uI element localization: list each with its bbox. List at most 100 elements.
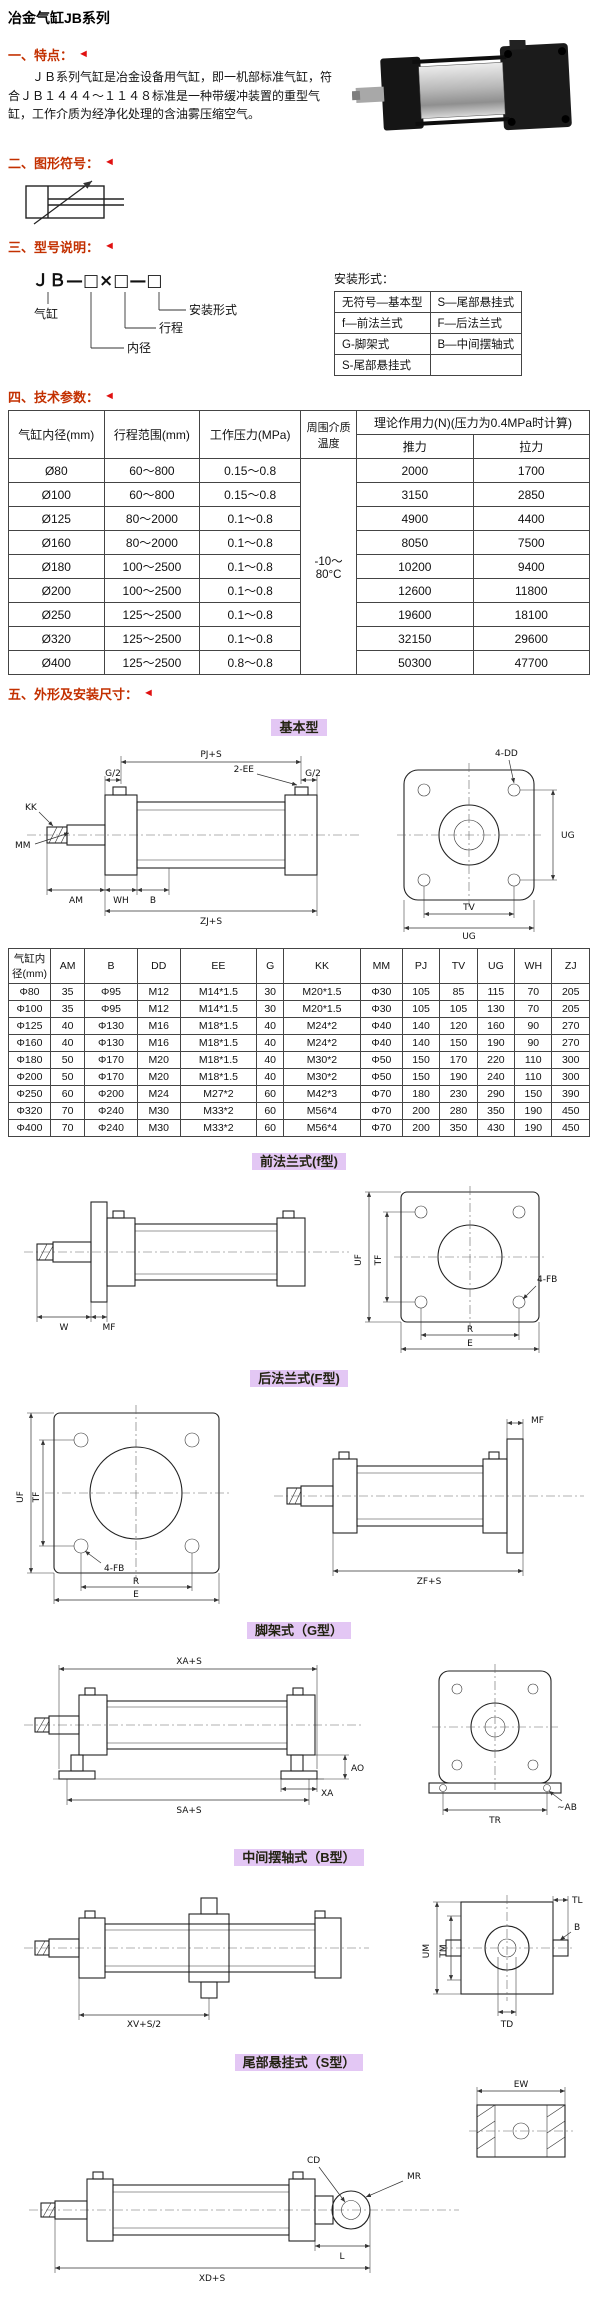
dim-header-cell: 气缸内径(mm) [8,948,51,984]
table-cell: M33*2 [179,1102,258,1120]
table-cell: 80～2000 [103,530,201,555]
table-cell: M30*2 [283,1068,361,1086]
table-cell: Φ200 [8,1068,51,1086]
table-cell: 160 [476,1017,516,1035]
table-cell: Ø400 [8,650,105,675]
col-pull: 拉力 [472,434,591,459]
table-cell: Φ160 [8,1034,51,1052]
col-force: 理论作用力(N)(压力为0.4MPa时计算) [356,410,590,435]
table-cell: Ø160 [8,530,105,555]
table-cell: M12 [136,983,181,1001]
table-cell: M12 [136,1000,181,1018]
dim-header-cell: TV [439,948,478,984]
table-cell: 18100 [472,602,591,627]
section-3-heading: 三、型号说明：◄ [8,237,590,256]
callout-bore: 内径 [127,341,151,355]
rear-flange-drawing: UF TF 4-FB R E MF ZF+S [16,1405,584,1604]
table-cell: 150 [401,1068,441,1086]
table-cell: 270 [551,1017,590,1035]
table-cell: Φ95 [84,983,138,1001]
section-4-heading: 四、技术参数：◄ [8,387,590,406]
dim-label-fb: 4-FB [537,1275,557,1285]
table-cell: M20*1.5 [283,1000,361,1018]
table-cell: 220 [476,1051,516,1069]
front-flange-drawing: W MF UF TF 4-FB R E [24,1186,557,1353]
table-cell: 11800 [472,578,591,603]
table-cell: M18*1.5 [179,1034,258,1052]
table-cell: 85 [439,983,478,1001]
table-cell: M14*1.5 [179,1000,258,1018]
dim-header-cell: G [256,948,285,984]
table-row: S-尾部悬挂式 [334,354,523,376]
table-cell: 280 [439,1102,478,1120]
table-cell: 125～2500 [103,650,201,675]
table-cell: 60 [256,1085,285,1103]
table-cell: 125～2500 [103,626,201,651]
dim-label-ao: AO [351,1764,364,1774]
table-cell: 0.1～0.8 [199,530,302,555]
table-cell: 270 [551,1034,590,1052]
product-photo [352,40,590,144]
dim-label-pj: PJ+S [200,750,222,760]
table-cell: M24*2 [283,1017,361,1035]
dim-label-td: TD [500,2020,513,2030]
table-cell: M16 [136,1034,181,1052]
col-push: 推力 [356,434,474,459]
table-cell: Φ95 [84,1000,138,1018]
dim-label-g2-right: G/2 [305,769,321,779]
dim-label-r: R [467,1325,473,1335]
section-2-heading-text: 二、图形符号： [8,156,100,171]
table-cell: 1700 [472,458,591,483]
pneumatic-symbol-image [25,180,124,225]
table-cell: 30 [256,983,285,1001]
table-cell: Φ200 [84,1085,138,1103]
dim-label-ab: ~AB [557,1803,577,1813]
dim-label-zj: ZJ+S [200,917,222,927]
table-cell: M42*3 [283,1085,361,1103]
drawing-geometry [27,756,557,932]
table-cell: M24 [136,1085,181,1103]
table-cell: Φ30 [359,983,403,1001]
dim-label-cd: CD [307,2156,320,2166]
table-cell: 300 [551,1051,590,1069]
dim-label-tv-bottom: TV [462,903,475,913]
basic-type-drawing: PJ+S G/2 G/2 2-EE KK MM AM WH B ZJ+S 4-D… [15,749,575,940]
page-title: 冶金气缸JB系列 [8,10,110,26]
rear-clevis-drawing: EW CD MR L XD+S [29,2080,573,2284]
dim-label-fb: 4-FB [104,1564,124,1574]
table-cell: 8050 [356,530,474,555]
table-cell: 0.1～0.8 [199,506,302,531]
table-cell: Ø100 [8,482,105,507]
table-cell: 110 [514,1051,553,1069]
table-cell: Ø200 [8,578,105,603]
table-cell: 205 [551,983,590,1001]
table-cell: 230 [439,1085,478,1103]
table-cell: f—前法兰式 [334,312,431,334]
table-cell: 105 [439,1000,478,1018]
table-cell: Ø180 [8,554,105,579]
table-cell: Φ130 [84,1017,138,1035]
dim-label-xas: XA+S [176,1657,202,1667]
table-cell: M20 [136,1068,181,1086]
dim-label-ug-right: UG [561,831,575,841]
dim-label-tf: TF [32,1492,42,1504]
table-cell: 90 [514,1017,553,1035]
table-cell: 35 [49,1000,86,1018]
table-cell: 390 [551,1085,590,1103]
table-cell: 105 [401,1000,441,1018]
table-cell: 100～2500 [103,554,201,579]
table-cell: 190 [514,1102,553,1120]
dim-header-cell: UG [476,948,516,984]
table-cell: Φ70 [359,1085,403,1103]
dim-label-tl: TL [571,1896,583,1906]
table-cell: 70 [514,983,553,1001]
table-cell: 60 [256,1119,285,1137]
table-cell: M56*4 [283,1119,361,1137]
